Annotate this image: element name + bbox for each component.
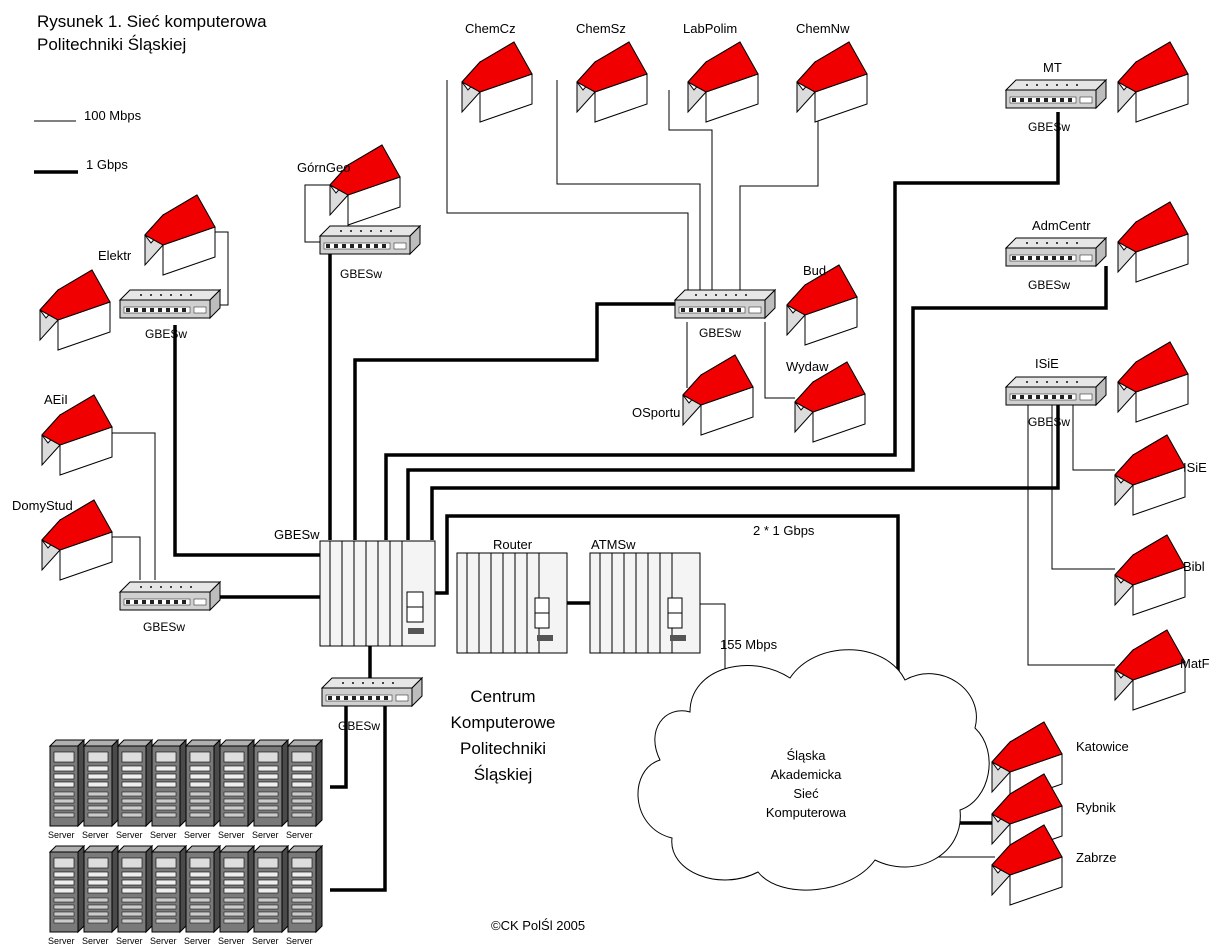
building-mt: [1117, 41, 1189, 123]
switch-label-mt: GBESw: [1028, 120, 1070, 134]
server-label: Server: [252, 936, 279, 946]
server-label: Server: [184, 936, 211, 946]
building-isie-top: [1117, 341, 1189, 423]
label-aeii: AEiI: [44, 392, 68, 407]
label-bud: Bud: [803, 263, 826, 278]
cloud-shape: [637, 649, 990, 891]
server-label: Server: [82, 936, 109, 946]
label-labpolim: LabPolim: [683, 21, 737, 36]
thin-links: [98, 80, 1115, 858]
server-label: Server: [116, 936, 143, 946]
label-isie-top: ISiE: [1035, 356, 1059, 371]
core-switch-chassis: [319, 540, 436, 647]
label-matf: MatF: [1180, 656, 1210, 671]
label-link-155: 155 Mbps: [720, 637, 778, 652]
building-isie: [1114, 434, 1186, 516]
server-label: Server: [48, 830, 75, 840]
switch-label-servers: GBESw: [338, 719, 380, 733]
label-elektr: Elektr: [98, 248, 132, 263]
building-chemcz: [461, 41, 533, 123]
center-line1: Centrum: [470, 687, 535, 706]
label-osportu: OSportu: [632, 405, 680, 420]
label-core-switch: GBESw: [274, 527, 320, 542]
building-osportu: [682, 354, 754, 436]
cloud-line1: Śląska: [786, 748, 826, 763]
building-elektr: [144, 194, 216, 276]
label-chemnw: ChemNw: [796, 21, 850, 36]
legend-thin-label: 100 Mbps: [84, 108, 142, 123]
figure-title-line1: Rysunek 1. Sieć komputerowa: [37, 12, 267, 31]
switch-label-gorngeo: GBESw: [340, 267, 382, 281]
switch-mt: [1005, 79, 1107, 109]
server-rack-row2: [49, 845, 323, 933]
label-atm-switch: ATMSw: [591, 537, 636, 552]
server-label: Server: [116, 830, 143, 840]
switch-gorngeo: [319, 225, 421, 255]
building-wydaw: [794, 361, 866, 443]
label-wydaw: Wydaw: [786, 359, 829, 374]
center-line3: Politechniki: [460, 739, 546, 758]
switch-elektr: [119, 289, 221, 319]
switch-bud: [674, 289, 776, 319]
figure-title-line2: Politechniki Śląskiej: [37, 35, 186, 54]
label-isie: ISiE: [1183, 460, 1207, 475]
switch-label-elektr: GBESw: [145, 327, 187, 341]
switch-label-bud: GBESw: [699, 326, 741, 340]
label-bibl: Bibl: [1183, 559, 1205, 574]
center-line2: Komputerowe: [451, 713, 556, 732]
label-gorngeo: GórnGeo: [297, 160, 350, 175]
label-chemsz: ChemSz: [576, 21, 626, 36]
legend-thick-label: 1 Gbps: [86, 157, 128, 172]
building-aeii: [41, 394, 113, 476]
label-mt: MT: [1043, 60, 1062, 75]
building-elektr-2: [39, 269, 111, 351]
building-chemsz: [576, 41, 648, 123]
switch-isie: [1005, 376, 1107, 406]
switch-servers: [321, 677, 423, 707]
server-label: Server: [218, 830, 245, 840]
switch-admcentr: [1005, 237, 1107, 267]
building-admcentr: [1117, 201, 1189, 283]
copyright: ©CK PolŚl 2005: [491, 918, 585, 933]
building-labpolim: [687, 41, 759, 123]
building-bibl: [1114, 534, 1186, 616]
server-label: Server: [286, 936, 313, 946]
building-matf: [1114, 629, 1186, 711]
server-label: Server: [150, 936, 177, 946]
building-chemnw: [796, 41, 868, 123]
server-label: Server: [82, 830, 109, 840]
switch-label-domystud: GBESw: [143, 620, 185, 634]
label-katowice: Katowice: [1076, 739, 1129, 754]
atm-switch-chassis: [589, 552, 701, 654]
label-chemcz: ChemCz: [465, 21, 516, 36]
label-zabrze: Zabrze: [1076, 850, 1116, 865]
server-label: Server: [184, 830, 211, 840]
server-label: Server: [48, 936, 75, 946]
label-router: Router: [493, 537, 533, 552]
switch-domystud: [119, 581, 221, 611]
server-label: Server: [150, 830, 177, 840]
cloud-line3: Sieć: [793, 786, 819, 801]
label-rybnik: Rybnik: [1076, 800, 1116, 815]
router-chassis: [456, 552, 568, 654]
server-rack-row1: [49, 739, 323, 827]
server-label: Server: [286, 830, 313, 840]
label-domystud: DomyStud: [12, 498, 73, 513]
server-label: Server: [218, 936, 245, 946]
label-admcentr: AdmCentr: [1032, 218, 1091, 233]
cloud-line2: Akademicka: [771, 767, 843, 782]
cloud-line4: Komputerowa: [766, 805, 847, 820]
switch-label-isie: GBESw: [1028, 415, 1070, 429]
label-link-2x1gbps: 2 * 1 Gbps: [753, 523, 815, 538]
building-gorngeo: [329, 144, 401, 226]
center-line4: Śląskiej: [474, 765, 533, 784]
switch-label-admcentr: GBESw: [1028, 278, 1070, 292]
server-label: Server: [252, 830, 279, 840]
